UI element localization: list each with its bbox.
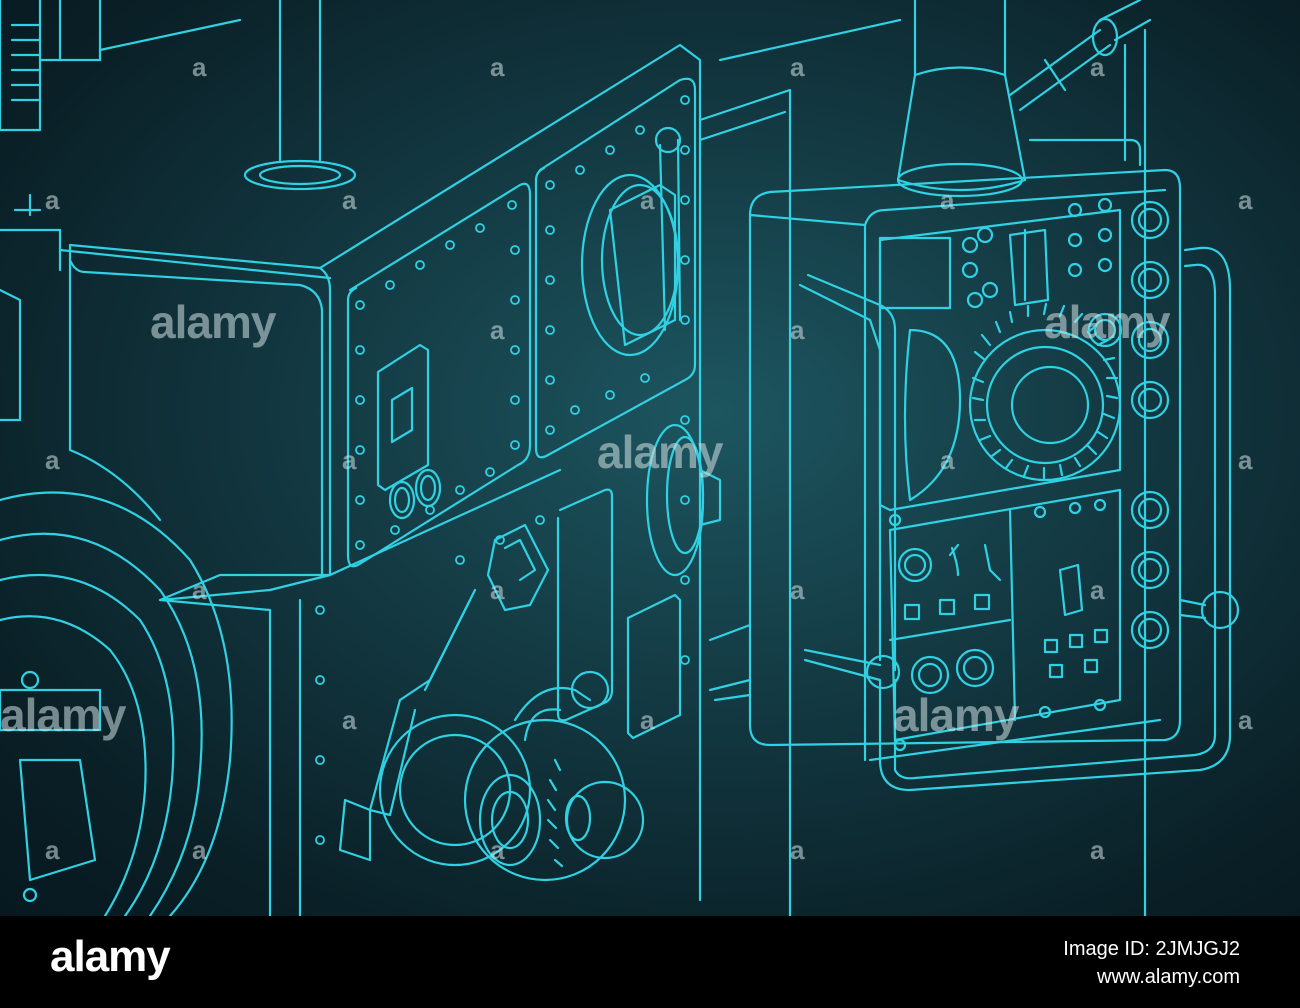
watermark-letter: a xyxy=(1238,185,1253,215)
watermark-letter: a xyxy=(192,52,207,82)
watermark-letter: a xyxy=(490,315,505,345)
watermark-letter: a xyxy=(342,705,357,735)
pendant-handles xyxy=(708,246,1240,792)
blueprint-illustration: alamy alamy alamy alamy alamy a a a a a … xyxy=(0,0,1300,916)
watermark-letter: a xyxy=(940,445,955,475)
watermark-center: alamy xyxy=(150,296,276,348)
pendant-control-box xyxy=(748,168,1182,762)
watermark-letter: a xyxy=(790,52,805,82)
lower-controls xyxy=(338,423,722,882)
gearbox-housing xyxy=(58,18,902,916)
pipe-and-column xyxy=(896,0,1152,916)
cover-plate-left xyxy=(346,182,532,568)
watermark-letter: a xyxy=(790,315,805,345)
watermark-letter: a xyxy=(45,835,60,865)
footer-bar xyxy=(0,916,1300,1008)
watermark-letter: a xyxy=(1238,445,1253,475)
watermark-center: alamy xyxy=(1044,296,1170,348)
watermark-letter: a xyxy=(342,445,357,475)
watermark-letter: a xyxy=(342,185,357,215)
top-left-structure xyxy=(0,0,357,422)
site-url-label: www.alamy.com xyxy=(1097,966,1240,988)
watermark-letter: a xyxy=(1238,705,1253,735)
watermark-letter: a xyxy=(940,185,955,215)
brand-logo: alamy xyxy=(50,932,171,981)
watermark-letter: a xyxy=(192,575,207,605)
watermark-letter: a xyxy=(45,185,60,215)
watermark-letter: a xyxy=(490,52,505,82)
big-wheel xyxy=(0,491,233,916)
image-id-label: Image ID: 2JMJGJ2 xyxy=(1063,938,1240,960)
watermark-center: alamy xyxy=(893,689,1019,741)
watermark-letter: a xyxy=(640,705,655,735)
watermark-center: alamy xyxy=(0,689,126,741)
watermark-letter: a xyxy=(45,445,60,475)
watermark-center: alamy xyxy=(597,426,723,478)
watermark-letter: a xyxy=(192,835,207,865)
bolts xyxy=(315,95,690,845)
watermark-letter: a xyxy=(640,185,655,215)
watermark-letter: a xyxy=(1090,52,1105,82)
watermark-letter: a xyxy=(790,575,805,605)
watermark-letter: a xyxy=(490,835,505,865)
watermark-letter: a xyxy=(790,835,805,865)
watermark-letter: a xyxy=(1090,835,1105,865)
watermark-letter: a xyxy=(490,575,505,605)
watermark-letter: a xyxy=(1090,575,1105,605)
cover-plate-right xyxy=(534,77,697,459)
